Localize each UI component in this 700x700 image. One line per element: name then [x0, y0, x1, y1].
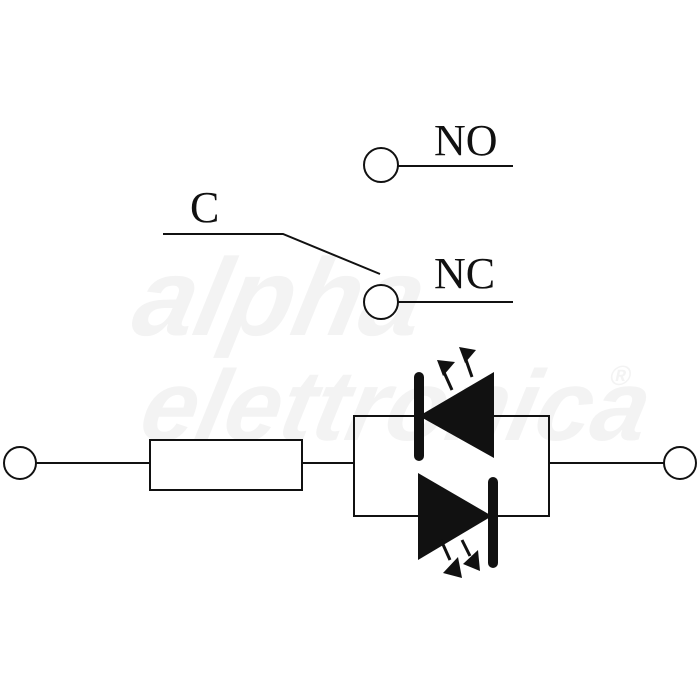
- nc-terminal: [363, 284, 399, 320]
- label-nc: NC: [434, 249, 495, 298]
- common-switch-arm: [163, 233, 381, 275]
- label-no: NO: [434, 116, 498, 165]
- resistor: [149, 439, 303, 491]
- label-common: C: [190, 183, 219, 232]
- led-top-cathode: [414, 372, 424, 461]
- light-arrow-icon: [443, 557, 462, 578]
- led-bottom-body: [418, 473, 492, 560]
- no-terminal: [363, 147, 399, 183]
- light-arrow-icon: [437, 360, 455, 376]
- light-arrow-icon: [459, 347, 476, 363]
- led-top-body: [419, 372, 494, 458]
- watermark-logo: alpha elettronica ®: [124, 235, 662, 462]
- right-terminal: [663, 446, 697, 480]
- led-bottom: [418, 473, 498, 578]
- light-arrow-icon: [463, 550, 480, 571]
- led-bottom-cathode: [488, 477, 498, 568]
- left-terminal: [3, 446, 37, 480]
- led-top: [414, 347, 494, 461]
